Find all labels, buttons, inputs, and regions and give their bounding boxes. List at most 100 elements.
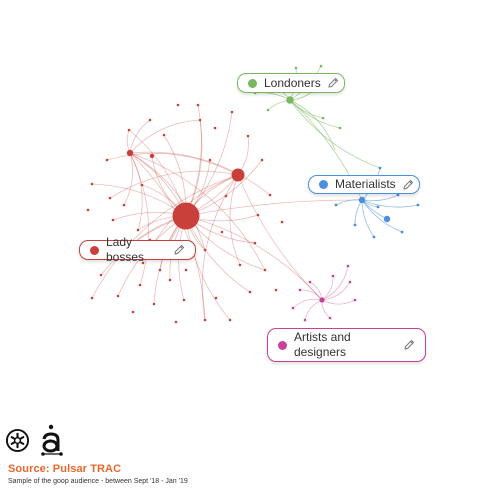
edge-line [166,174,239,247]
graph-node [319,64,323,68]
graph-node [321,116,325,120]
edge-line [229,174,241,266]
cluster-label-artists-and-designers[interactable]: Artists and designers [267,328,426,362]
graph-node [158,268,162,272]
graph-node [263,268,267,272]
edge-line [129,152,143,231]
materialists-label: Materialists [335,177,396,191]
source-subtitle: Sample of the goop audience - between Se… [8,478,188,485]
graph-node [338,126,342,130]
graph-node [176,103,180,107]
graph-node [286,96,294,104]
graph-node [319,297,325,303]
graph-node [198,118,202,122]
graph-node [90,296,94,300]
graph-node [396,193,400,197]
edge-line [321,299,356,305]
edge-line [361,199,419,208]
graph-node [298,288,302,292]
graph-node [108,196,112,200]
graph-node [126,149,134,157]
graph-node [291,306,295,310]
graph-node [182,298,186,302]
graph-node [196,103,200,107]
edge-line [299,289,323,301]
graph-node [86,208,90,212]
edge-line [126,129,131,154]
network-graph [86,64,420,324]
graph-node [331,274,335,278]
edge-line [304,299,323,321]
edge-line [321,265,349,301]
graph-node [213,126,217,130]
graph-node [372,235,376,239]
graph-node [136,228,140,232]
graph-node [378,166,382,170]
audience-a-logo-icon [41,424,63,456]
edge-line [91,183,187,217]
edge-line [129,151,271,196]
graph-node [105,158,109,162]
graph-node [348,280,352,284]
artists-label: Artists and designers [294,330,393,360]
pencil-icon[interactable] [327,77,339,89]
graph-node [246,134,250,138]
cluster-label-lady-bosses[interactable]: Lady bosses [79,235,196,264]
edge-line [361,199,375,238]
graph-node [308,280,312,284]
footer [0,420,500,500]
graph-node [208,158,212,162]
graph-node [152,302,156,306]
graph-node [328,316,332,320]
graph-node [353,298,357,302]
edge-line [185,215,231,321]
pencil-icon[interactable] [173,244,185,256]
edge-line [185,199,363,217]
graph-node [184,268,188,272]
artists-label-line2: designers [294,345,347,359]
edge-line [361,194,399,202]
graph-node [266,108,270,112]
graph-node [149,153,155,159]
materialists-dot-icon [319,180,328,189]
edge-line [129,152,150,286]
graph-node [141,261,145,265]
graph-node [162,133,166,137]
cluster-label-londoners[interactable]: Londoners [237,73,345,93]
edge-line [309,281,323,301]
graph-node [174,320,178,324]
graph-node [416,203,420,207]
graph-node [203,318,207,322]
edge-line [321,281,351,301]
graph-node [358,196,366,204]
edge-line [109,170,239,199]
cluster-label-materialists[interactable]: Materialists [308,175,420,194]
graph-node [294,66,298,70]
graph-node [220,230,224,234]
graph-node [346,264,350,268]
edge-line [289,99,336,151]
graph-node [334,203,338,207]
graph-node [224,194,228,198]
edge-line [129,119,151,154]
edge-line [335,199,363,206]
pencil-icon[interactable] [403,339,415,351]
graph-node [116,294,120,298]
graph-node [303,318,307,322]
londoners-dot-icon [248,78,257,88]
graph-node [138,283,142,287]
edge-line [237,174,323,301]
graph-node [353,223,357,227]
graph-node [111,218,115,222]
edge-line [129,152,266,271]
graph-node [90,182,94,186]
graph-node [238,263,242,267]
graph-node [274,288,278,292]
graph-node [376,205,380,209]
lady-bosses-dot-icon [90,245,99,255]
pencil-icon[interactable] [402,179,414,191]
graph-node [280,220,284,224]
graph-node [214,296,218,300]
graph-node [248,290,252,294]
edge-line [129,119,201,154]
